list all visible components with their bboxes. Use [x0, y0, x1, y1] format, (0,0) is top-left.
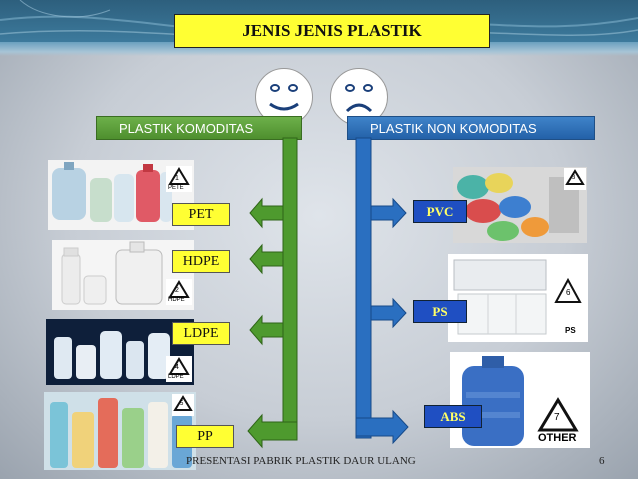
label-pet: PET [172, 203, 230, 226]
label-pp: PP [176, 425, 234, 448]
arrow-ps [371, 299, 406, 327]
label-abs: ABS [424, 405, 482, 428]
hdpe-code-text: HDPE [168, 297, 185, 303]
ps-code-text: PS [565, 326, 576, 335]
hdpe-code-num: 2 [175, 287, 179, 294]
green-trunk [283, 138, 297, 436]
label-ps: PS [413, 300, 467, 323]
label-hdpe: HDPE [172, 250, 230, 273]
label-pvc: PVC [413, 200, 467, 223]
other-code-text: OTHER [538, 432, 577, 444]
arrow-pvc [371, 199, 406, 227]
page-number: 6 [599, 455, 605, 467]
pvc-code-num: 3 [572, 175, 575, 181]
arrow-hdpe [250, 245, 283, 273]
label-ldpe: LDPE [172, 322, 230, 345]
blue-trunk [356, 138, 371, 438]
arrow-pet [250, 199, 283, 227]
pete-code-text: PETE [168, 185, 184, 191]
footer-text: PRESENTASI PABRIK PLASTIK DAUR ULANG [186, 455, 416, 467]
pete-code-num: 1 [175, 175, 179, 182]
pp-code-num: 5 [180, 401, 183, 407]
arrow-ldpe [250, 316, 283, 344]
other-code-num: 7 [554, 412, 560, 423]
ldpe-code-text: LDPE [168, 374, 184, 380]
ldpe-code-num: 4 [175, 364, 179, 371]
ps-code-num: 6 [566, 288, 570, 297]
